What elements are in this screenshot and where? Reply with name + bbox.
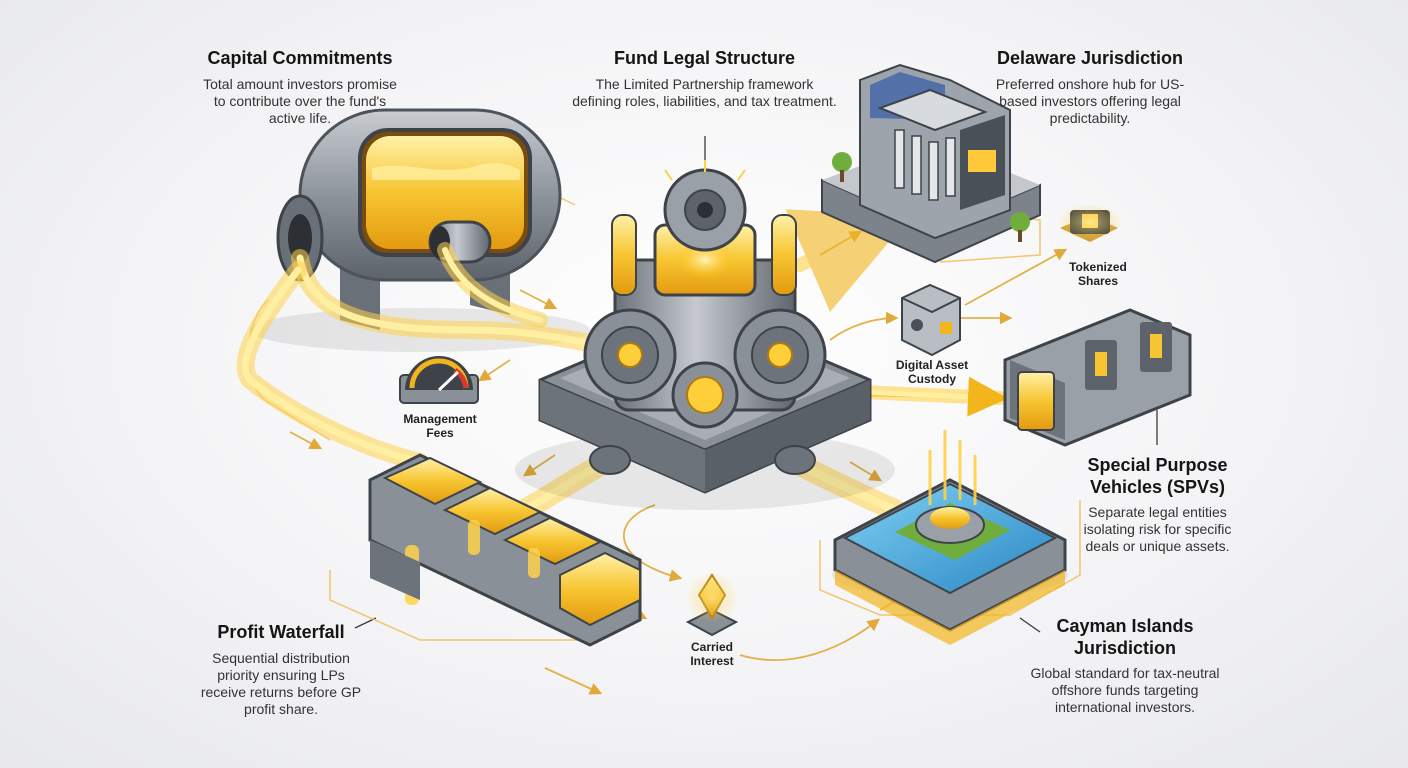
tokenized-chip-illustration [1058, 204, 1122, 242]
spv-desc: Separate legal entities isolating risk f… [1083, 504, 1232, 555]
spv-title: Special Purpose Vehicles (SPVs) [1087, 455, 1228, 497]
fund-legal-structure-desc: The Limited Partnership framework defini… [572, 75, 837, 109]
carried-interest-illustration [685, 572, 739, 637]
fund-legal-structure-title: Fund Legal Structure [613, 48, 795, 68]
delaware-jurisdiction-desc: Preferred onshore hub for US-based inves… [995, 75, 1185, 126]
profit-waterfall-illustration [368, 453, 642, 647]
digital-asset-custody-label: Digital Asset Custody [895, 358, 969, 386]
capital-commitments-desc: Total amount investors promise to contri… [203, 75, 397, 126]
profit-waterfall-title: Profit Waterfall [217, 622, 345, 642]
profit-waterfall-label: Profit Waterfall Sequential distribution… [196, 622, 366, 718]
custody-safe-illustration [901, 283, 961, 357]
spv-label: Special Purpose Vehicles (SPVs) Separate… [1075, 455, 1240, 555]
profit-waterfall-desc: Sequential distribution priority ensurin… [200, 649, 362, 717]
capital-tank-illustration [250, 108, 590, 352]
delaware-jurisdiction-title: Delaware Jurisdiction [996, 48, 1184, 68]
fund-legal-structure-label: Fund Legal Structure The Limited Partner… [572, 48, 837, 110]
management-fees-label: Management Fees [403, 412, 477, 440]
delaware-building-illustration [821, 63, 1041, 264]
fund-engine-illustration [515, 160, 895, 510]
capital-commitments-title: Capital Commitments [207, 48, 393, 68]
return-arrow [544, 667, 603, 695]
management-gauge-illustration [399, 356, 479, 404]
cayman-island-illustration [832, 430, 1068, 645]
capital-commitments-label: Capital Commitments Total amount investo… [170, 48, 430, 127]
delaware-jurisdiction-label: Delaware Jurisdiction Preferred onshore … [980, 48, 1200, 127]
cayman-islands-label: Cayman Islands Jurisdiction Global stand… [1030, 616, 1220, 716]
cayman-islands-title: Cayman Islands Jurisdiction [1056, 616, 1194, 658]
carried-interest-label: Carried Interest [690, 640, 734, 668]
cayman-islands-desc: Global standard for tax-neutral offshore… [1030, 665, 1220, 716]
spv-containers-illustration [1003, 308, 1192, 447]
tokenized-shares-label: Tokenized Shares [1069, 260, 1127, 288]
